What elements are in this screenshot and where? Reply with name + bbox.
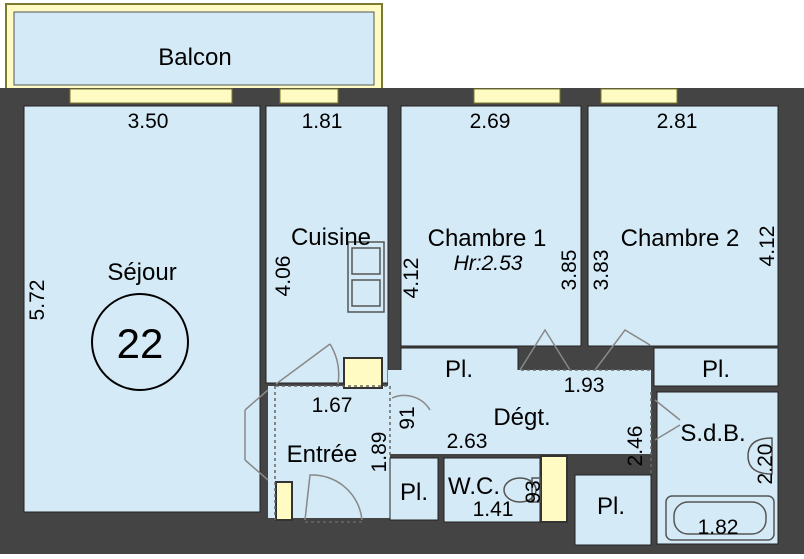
window-sejour: [69, 88, 233, 104]
toilet-icon: [503, 477, 541, 503]
dim-chambre-2-depth-left: 3.83: [590, 250, 613, 291]
room-wc: [443, 457, 541, 523]
label-room-number: 22: [117, 320, 164, 367]
dim-entree-depth: 1.89: [368, 432, 391, 473]
label-chambre-1-hr: Hr:2.53: [454, 252, 523, 275]
duct-kitchen: [343, 357, 383, 389]
door-arcs: [244, 328, 681, 521]
label-sejour: Séjour: [107, 259, 176, 286]
dim-sejour-width: 3.50: [128, 110, 169, 133]
washbasin-icon: [747, 437, 773, 475]
dim-degt-width: 1.93: [564, 374, 605, 397]
window-chambre-1: [473, 88, 561, 104]
label-sdb: S.d.B.: [680, 420, 745, 447]
dim-wc-depth: 93: [522, 480, 545, 503]
room-chambre-2: [587, 105, 779, 347]
label-pl-degt: Pl.: [597, 493, 625, 520]
closet-entree: [389, 457, 439, 521]
bathtub-icon: [665, 495, 775, 541]
label-cuisine: Cuisine: [291, 224, 371, 251]
dim-chambre-1-depth-left: 4.12: [400, 258, 423, 299]
room-number-circle: [91, 293, 189, 391]
label-wc: W.C.: [448, 473, 500, 500]
label-entree: Entrée: [287, 441, 358, 468]
dashed-lines: [274, 369, 652, 523]
label-pl-entree: Pl.: [400, 479, 428, 506]
dim-entree-width: 1.67: [312, 394, 353, 417]
closet-chambre-2: [653, 347, 779, 387]
dim-cuisine-depth: 4.06: [272, 256, 295, 297]
dim-sdb-width: 1.82: [698, 516, 739, 539]
label-degt: Dégt.: [493, 404, 550, 431]
window-chambre-2: [600, 88, 678, 104]
dim-wc-width: 1.41: [473, 498, 514, 521]
room-chambre-1: [400, 105, 582, 347]
room-sejour: [23, 105, 261, 513]
duct-entree: [275, 481, 293, 521]
closet-degagement: [574, 474, 652, 546]
label-chambre-1: Chambre 1: [428, 225, 547, 252]
dim-sdb-depth: 2.20: [754, 444, 777, 485]
balcony-floor: [13, 11, 375, 86]
dim-degt-depth: 2.46: [624, 426, 647, 467]
sink-icon: [347, 241, 385, 313]
dim-degt-small: 2.63: [447, 430, 488, 453]
dim-chambre-2-width: 2.81: [657, 110, 698, 133]
label-pl-chambre-1: Pl.: [445, 356, 473, 383]
dim-sejour-depth: 5.72: [26, 280, 49, 321]
room-cuisine: [265, 105, 389, 384]
dim-entree-door: 91: [396, 406, 419, 429]
duct-wc: [540, 455, 568, 523]
window-cuisine: [279, 88, 339, 104]
label-chambre-2: Chambre 2: [621, 225, 740, 252]
room-degagement: [388, 370, 651, 454]
dim-cuisine-width: 1.81: [302, 110, 343, 133]
dim-chambre-1-width: 2.69: [470, 110, 511, 133]
dim-chambre-2-depth-right: 4.12: [756, 226, 779, 267]
dim-chambre-1-depth-right: 3.85: [558, 250, 581, 291]
label-pl-chambre-2: Pl.: [702, 356, 730, 383]
label-balcon: Balcon: [158, 44, 231, 71]
